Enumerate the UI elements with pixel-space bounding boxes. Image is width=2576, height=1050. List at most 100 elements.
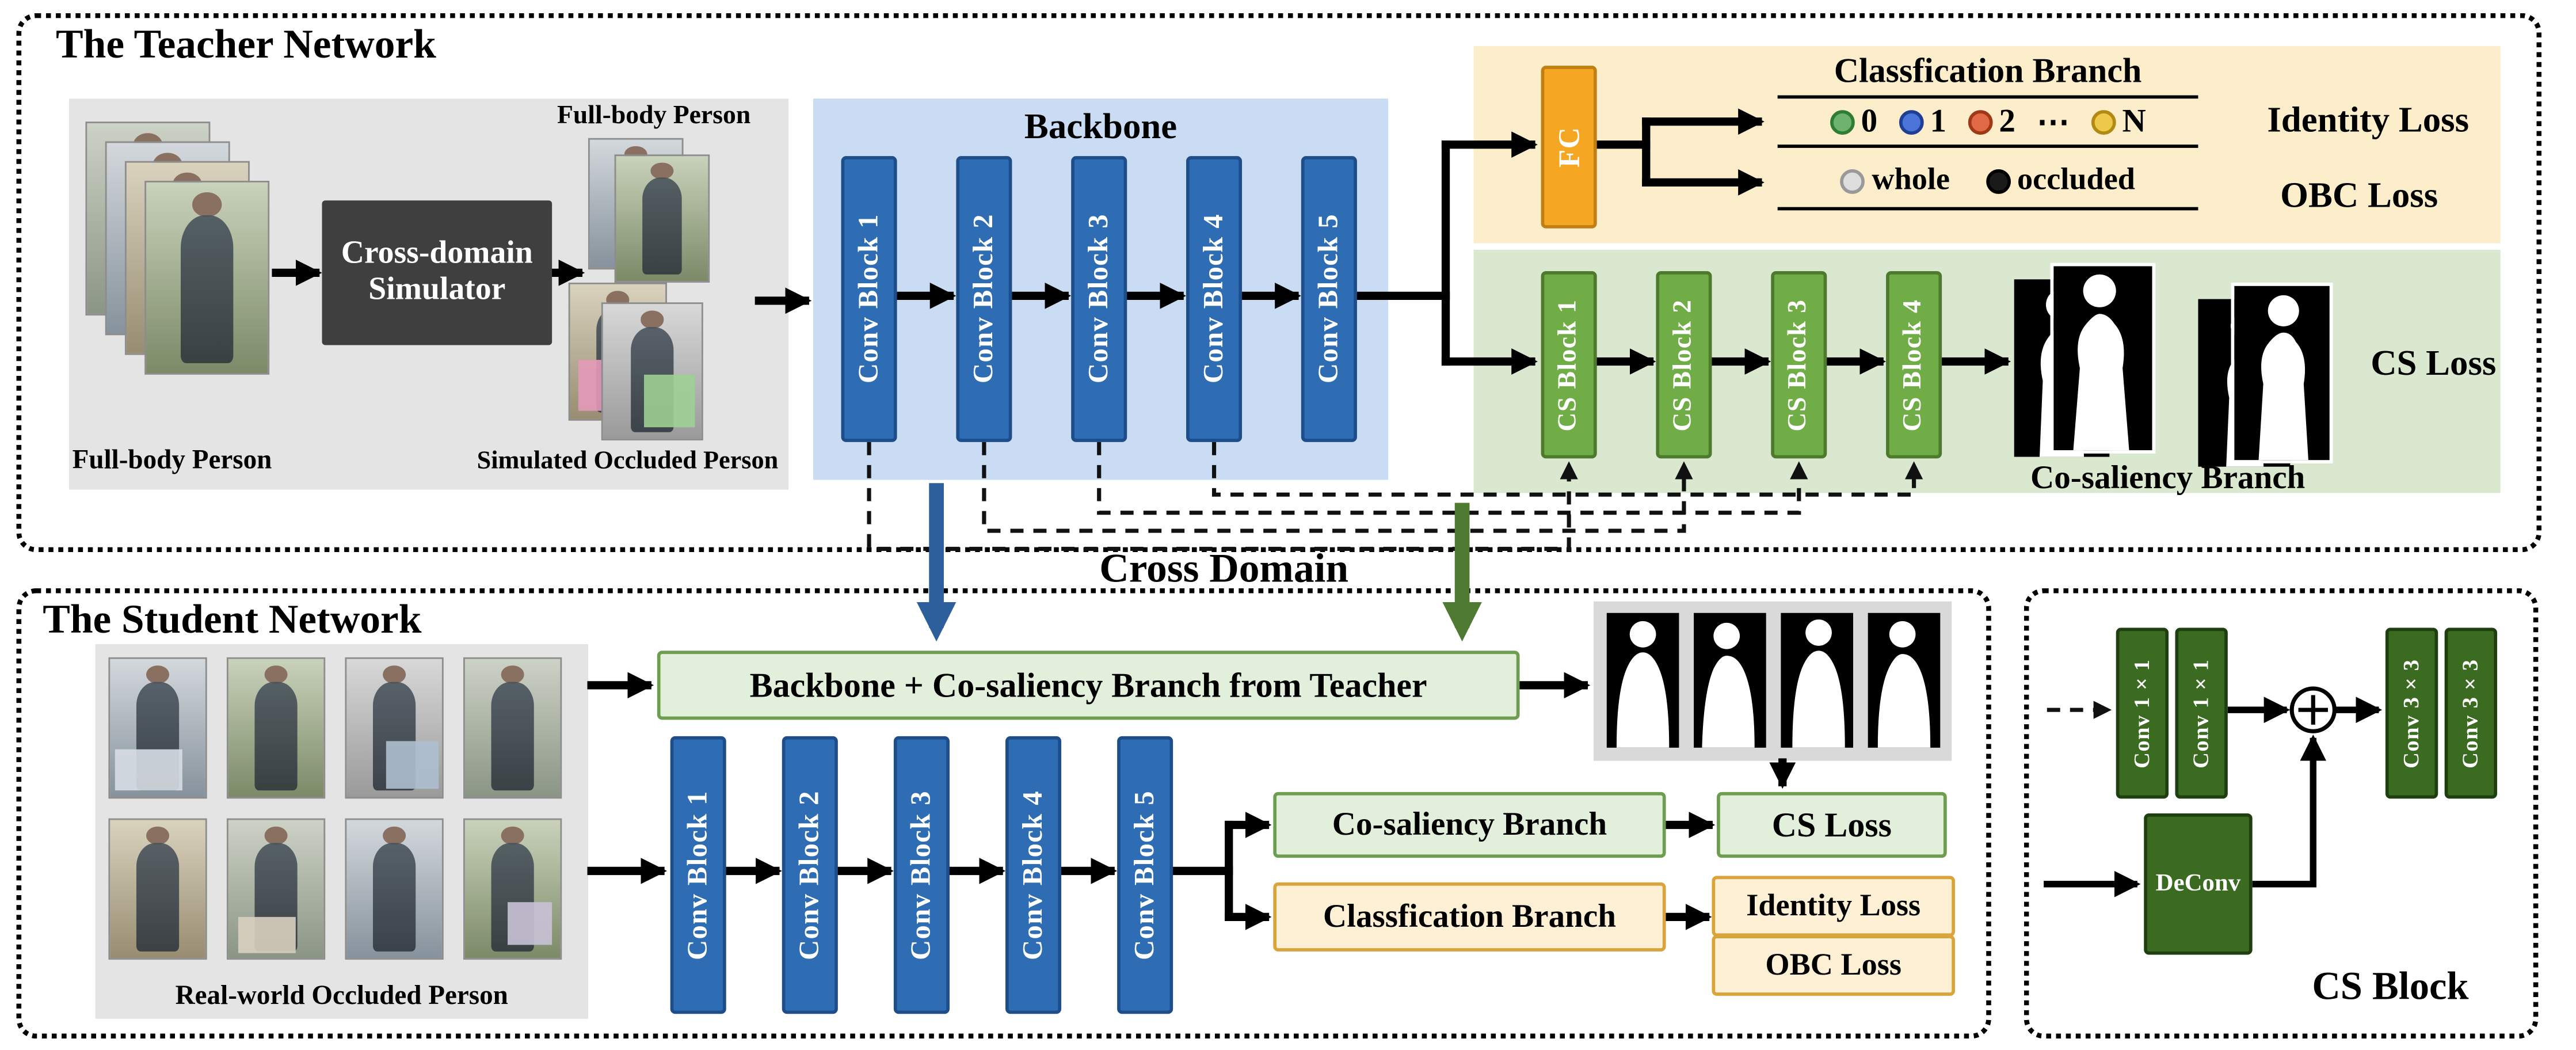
whole-label: whole [1872, 162, 1950, 197]
teacher-conv-block-5: Conv Block 5 [1301, 156, 1357, 442]
sim-occluded-caption: Simulated Occluded Person [477, 447, 779, 475]
student-classification-branch-box: Classfication Branch [1273, 882, 1666, 952]
student-network-box [16, 588, 1991, 1039]
person-photo [108, 657, 207, 799]
teacher-conv-block-2: Conv Block 2 [956, 156, 1012, 442]
shared-backbone-label: Backbone + Co-saliency Branch from Teach… [749, 664, 1427, 705]
class-id-row: 0 1 2 ⋯ N [1777, 98, 2198, 148]
student-conv-block-3-label: Conv Block 3 [905, 790, 937, 960]
saliency-mask [2231, 282, 2333, 463]
teacher-input-caption: Full-body Person [72, 443, 272, 475]
student-identity-loss-label: Identity Loss [1746, 888, 1921, 923]
fc-label: FC [1552, 126, 1585, 168]
person-photo [226, 818, 326, 960]
fullbody-caption: Full-body Person [557, 101, 751, 130]
whole-occluded-row: whole occluded [1777, 154, 2198, 211]
detail-conv1x1-b-label: Conv 1×1 [2188, 658, 2213, 768]
cross-domain-label: Cross Domain [1099, 547, 1349, 592]
cosaliency-branch-title: Co-saliency Branch [2030, 460, 2306, 497]
teacher-conv-block-4: Conv Block 4 [1186, 156, 1243, 442]
person-photo [226, 657, 326, 799]
detail-conv1x1-a-label: Conv 1×1 [2129, 658, 2154, 768]
backbone-title: Backbone [1024, 105, 1178, 147]
occluded-person-photo [601, 302, 703, 441]
student-conv-block-1-label: Conv Block 1 [681, 790, 713, 960]
whole-dot-icon [1840, 168, 1865, 193]
student-cosaliency-branch-label: Co-saliency Branch [1332, 806, 1607, 842]
person-silhouette-icon [2258, 295, 2308, 461]
class-1-label: 1 [1930, 102, 1947, 139]
cs-block-1-label: CS Block 1 [1554, 298, 1582, 431]
student-conv-block-5: Conv Block 5 [1117, 736, 1173, 1014]
teacher-conv-block-1-label: Conv Block 1 [852, 214, 884, 384]
student-obc-loss-label: OBC Loss [1765, 947, 1902, 982]
person-photo [144, 181, 270, 375]
detail-conv3x3-a: Conv 3×3 [2385, 627, 2438, 799]
class-item: N [2091, 102, 2146, 140]
cs-block-4: CS Block 4 [1886, 271, 1942, 459]
saliency-mask [1694, 612, 1766, 748]
fc-block: FC [1541, 66, 1597, 229]
detail-conv3x3-b: Conv 3×3 [2444, 627, 2497, 799]
class-n-label: N [2122, 102, 2146, 139]
student-conv-block-4-label: Conv Block 4 [1016, 790, 1049, 960]
teacher-network-title: The Teacher Network [56, 22, 436, 68]
student-conv-block-2-label: Conv Block 2 [793, 790, 825, 960]
saliency-mask [1868, 612, 1941, 748]
detail-deconv-label: DeConv [2155, 870, 2241, 897]
cs-block-1: CS Block 1 [1541, 271, 1597, 459]
ellipsis-label: ⋯ [2037, 104, 2070, 141]
detail-conv1x1-b: Conv 1×1 [2175, 627, 2228, 799]
person-photo [463, 818, 562, 960]
class-0-label: 0 [1861, 102, 1878, 139]
detail-conv3x3-b-label: Conv 3×3 [2457, 658, 2483, 768]
student-conv-block-4: Conv Block 4 [1005, 736, 1062, 1014]
class-item: 0 [1830, 102, 1877, 140]
cs-block-detail-title: CS Block [2312, 966, 2469, 1009]
teacher-conv-block-1: Conv Block 1 [841, 156, 897, 442]
identity-loss-label: Identity Loss [2267, 98, 2470, 140]
cs-block-detail-box [2024, 588, 2539, 1039]
student-identity-loss-box: Identity Loss [1712, 876, 1955, 937]
person-silhouette-icon [1877, 621, 1931, 748]
class-2-label: 2 [1999, 102, 2015, 139]
occluded-item: occluded [1986, 163, 2135, 199]
student-conv-block-1: Conv Block 1 [670, 736, 726, 1014]
student-network-title: The Student Network [43, 598, 422, 643]
student-classification-branch-label: Classfication Branch [1323, 898, 1616, 934]
occlusion-patch [238, 916, 295, 953]
person-silhouette-icon [1616, 621, 1670, 748]
saliency-mask [1606, 612, 1679, 748]
student-input-caption: Real-world Occluded Person [175, 979, 508, 1011]
occlusion-patch [116, 748, 183, 790]
cs-block-3-label: CS Block 3 [1784, 298, 1812, 431]
class-item: 1 [1899, 102, 1946, 140]
classification-branch-title: Classfication Branch [1777, 51, 2198, 99]
class-0-dot-icon [1830, 109, 1855, 134]
teacher-conv-block-2-label: Conv Block 2 [967, 214, 999, 384]
student-cs-loss-label: CS Loss [1771, 804, 1892, 844]
occlusion-patch [644, 374, 696, 428]
class-n-dot-icon [2091, 109, 2116, 134]
class-2-dot-icon [1968, 109, 1992, 134]
saliency-mask [1781, 612, 1853, 748]
person-silhouette-icon [1702, 622, 1755, 748]
occlusion-patch [386, 741, 439, 789]
teacher-conv-block-3: Conv Block 3 [1071, 156, 1127, 442]
saliency-mask [2050, 262, 2156, 454]
person-silhouette-icon [2073, 274, 2129, 451]
student-obc-loss-box: OBC Loss [1712, 935, 1955, 996]
cross-domain-simulator-label: Cross-domain Simulator [341, 235, 533, 307]
cs-block-4-label: CS Block 4 [1899, 298, 1927, 431]
teacher-conv-block-3-label: Conv Block 3 [1083, 214, 1114, 384]
teacher-conv-block-4-label: Conv Block 4 [1198, 214, 1229, 384]
student-conv-block-2: Conv Block 2 [782, 736, 838, 1014]
person-photo [614, 154, 710, 283]
detail-conv1x1-a: Conv 1×1 [2116, 627, 2169, 799]
whole-item: whole [1840, 163, 1950, 199]
teacher-conv-block-5-label: Conv Block 5 [1312, 214, 1344, 384]
student-conv-block-3: Conv Block 3 [893, 736, 950, 1014]
detail-deconv: DeConv [2144, 813, 2253, 955]
obc-loss-label: OBC Loss [2280, 174, 2438, 215]
